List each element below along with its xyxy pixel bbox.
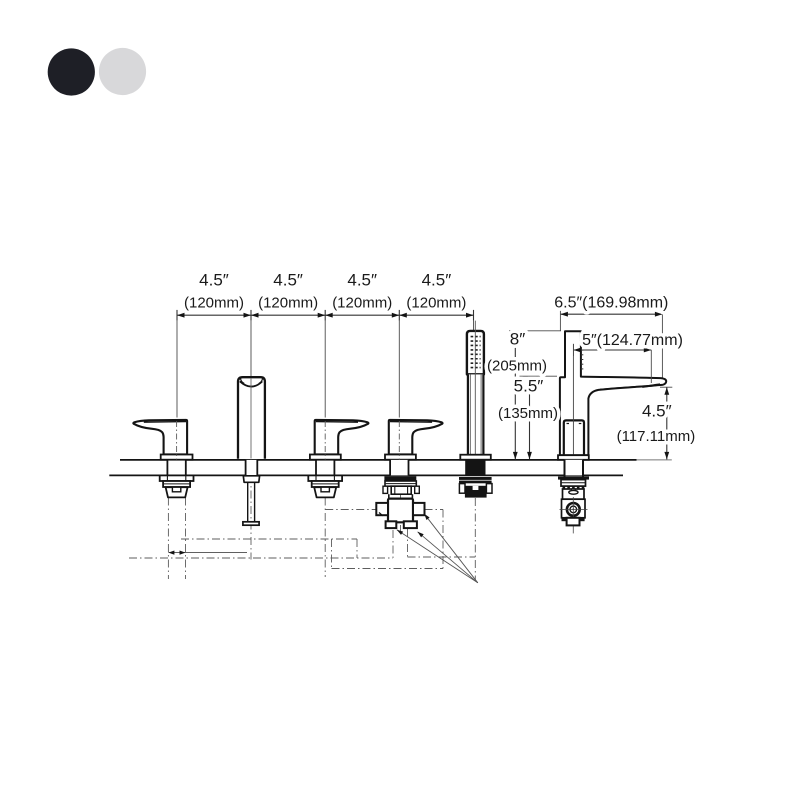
svg-text:(120mm): (120mm) [332,295,392,312]
svg-text:5″(124.77mm): 5″(124.77mm) [582,332,683,349]
svg-text:4.5″: 4.5″ [199,270,229,289]
svg-text:(120mm): (120mm) [184,295,244,312]
svg-text:6.5″(169.98mm): 6.5″(169.98mm) [554,295,668,312]
svg-text:(120mm): (120mm) [406,295,466,312]
svg-text:(117.11mm): (117.11mm) [617,428,696,445]
svg-text:4.5″: 4.5″ [273,270,303,289]
svg-text:(135mm): (135mm) [498,405,558,422]
svg-text:(120mm): (120mm) [258,295,318,312]
svg-text:4.5″: 4.5″ [347,270,377,289]
svg-text:8″: 8″ [510,330,525,349]
svg-text:4.5″: 4.5″ [422,270,452,289]
svg-text:5.5″: 5.5″ [514,377,544,396]
svg-text:4.5″: 4.5″ [642,402,672,421]
svg-text:(205mm): (205mm) [487,357,547,374]
